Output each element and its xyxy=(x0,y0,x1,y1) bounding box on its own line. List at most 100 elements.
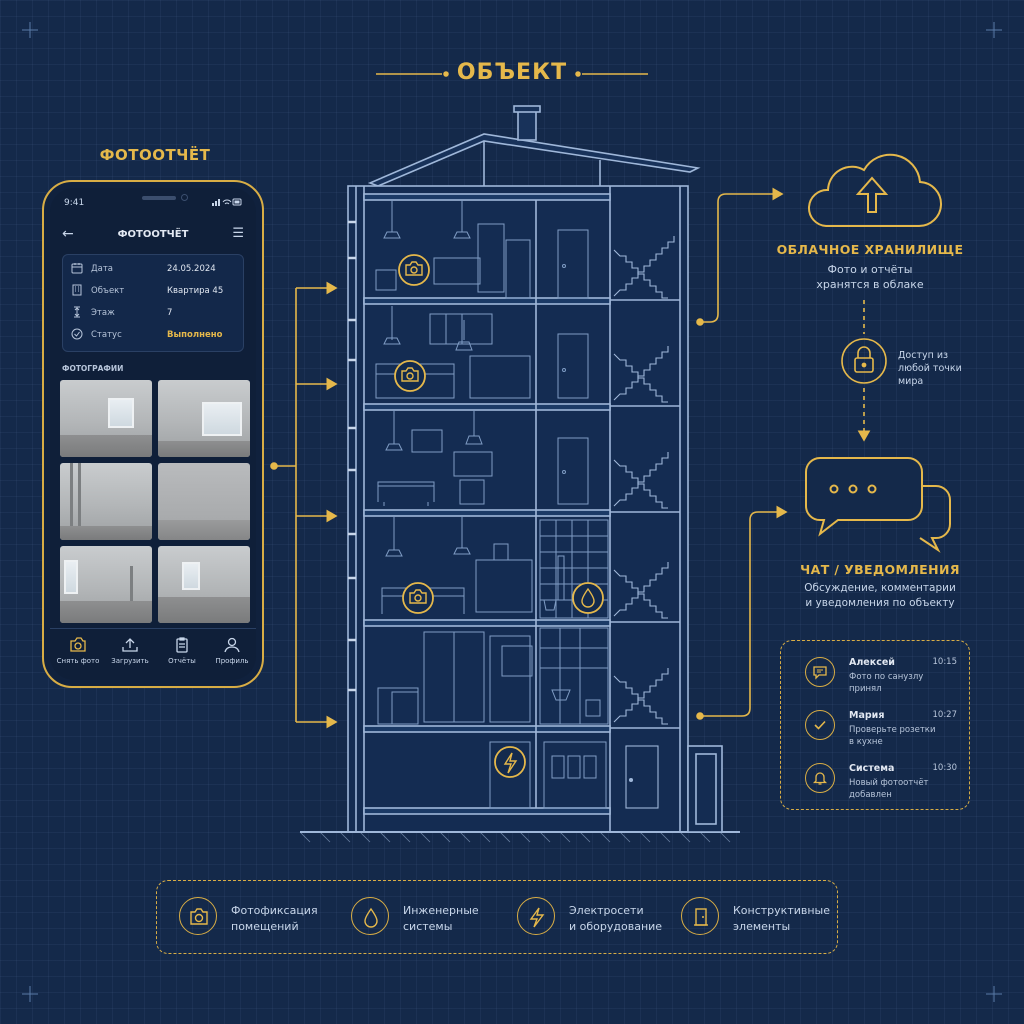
notification-sender: Алексей xyxy=(849,657,895,668)
report-info-card: Дата 24.05.2024 Объект Квартира 45 Этаж … xyxy=(62,254,244,352)
notification-message: Проверьте розетки в кухне xyxy=(849,724,959,748)
building xyxy=(299,105,740,843)
chat-bubbles-icon xyxy=(805,457,951,553)
notification-line: Проверьте розетки xyxy=(849,725,936,735)
calendar-icon xyxy=(71,263,83,274)
cloud-storage-title: ОБЛАЧНОЕ ХРАНИЛИЩЕ xyxy=(776,242,964,257)
notification-line: Новый фотоотчёт xyxy=(849,778,929,788)
notification-sender: Система xyxy=(849,763,895,774)
legend-line: и оборудование xyxy=(569,920,663,933)
info-row-status: Статус Выполнено xyxy=(63,325,243,347)
check-icon xyxy=(814,720,826,730)
notification-line: в кухне xyxy=(849,737,883,747)
photo-thumbnail[interactable] xyxy=(60,546,152,623)
phone-screen: 9:41 ← ФОТООТЧЁТ ☰ Дата 24.05.2024 Объек… xyxy=(50,188,256,680)
legend-icon-ring xyxy=(681,897,719,935)
tab-take-photo[interactable]: Снять фото xyxy=(54,637,102,665)
chat-notifications-title: ЧАТ / УВЕДОМЛЕНИЯ xyxy=(800,562,960,577)
legend-line: Фотофиксация xyxy=(231,904,318,917)
notification-icon-ring xyxy=(805,763,835,793)
cloud-desc-line: Фото и отчёты xyxy=(827,263,913,276)
app-header-title: ФОТООТЧЁТ xyxy=(117,229,189,240)
lightning-icon xyxy=(503,752,518,774)
info-value: 7 xyxy=(167,308,173,318)
legend-text: Фотофиксация помещений xyxy=(231,903,351,935)
access-line: Доступ из xyxy=(898,350,949,361)
notification-message: Фото по санузлу принял xyxy=(849,671,959,695)
info-row-object: Объект Квартира 45 xyxy=(63,281,243,303)
notification-icon-ring xyxy=(805,657,835,687)
photo-thumbnail[interactable] xyxy=(158,546,250,623)
menu-icon[interactable]: ☰ xyxy=(232,226,244,241)
notification-sender: Мария xyxy=(849,710,885,721)
legend-line: системы xyxy=(403,920,453,933)
phone-camera-dot xyxy=(181,194,188,201)
camera-icon xyxy=(190,908,208,925)
user-icon xyxy=(224,637,240,653)
photo-markers xyxy=(394,254,604,778)
phone-speaker xyxy=(142,196,176,200)
photo-thumbnail[interactable] xyxy=(158,380,250,457)
notification-line: Фото по санузлу xyxy=(849,672,924,682)
legend-icon-ring xyxy=(517,897,555,935)
phone-connectors xyxy=(270,281,338,729)
legend-line: Инженерные xyxy=(403,904,479,917)
legend-line: элементы xyxy=(733,920,791,933)
app-header: ← ФОТООТЧЁТ ☰ xyxy=(50,226,256,248)
bottom-tab-bar: Снять фото Загрузить Отчёты Профиль xyxy=(50,628,256,680)
info-label: Объект xyxy=(91,286,125,296)
upload-icon xyxy=(122,638,138,652)
floor-height-icon xyxy=(74,306,80,318)
info-label: Статус xyxy=(91,330,122,340)
legend-text: Электросети и оборудование xyxy=(569,903,689,935)
legend-panel: Фотофиксация помещений Инженерные систем… xyxy=(156,880,838,954)
access-line: любой точки xyxy=(898,363,962,374)
camera-icon xyxy=(70,637,86,652)
photo-thumbnail[interactable] xyxy=(60,380,152,457)
info-row-date: Дата 24.05.2024 xyxy=(63,259,243,281)
tab-profile[interactable]: Профиль xyxy=(208,637,256,665)
tab-reports[interactable]: Отчёты xyxy=(158,637,206,665)
legend-line: помещений xyxy=(231,920,299,933)
notification-item[interactable]: Алексей 10:15 Фото по санузлу принял xyxy=(781,643,969,695)
photo-thumbnail[interactable] xyxy=(158,463,250,540)
staircase xyxy=(613,236,675,809)
building-icon xyxy=(72,284,82,296)
water-drop-icon xyxy=(364,907,378,928)
status-value: Выполнено xyxy=(167,330,223,340)
access-line: мира xyxy=(898,376,924,387)
tab-upload[interactable]: Загрузить xyxy=(106,637,154,665)
chat-description: Обсуждение, комментарии и уведомления по… xyxy=(780,581,980,611)
status-icons xyxy=(212,198,242,208)
cloud-storage-description: Фото и отчёты хранятся в облаке xyxy=(770,262,970,292)
interior-furniture xyxy=(375,200,609,809)
back-arrow-icon[interactable]: ← xyxy=(62,226,74,242)
tab-label: Загрузить xyxy=(111,657,149,665)
tab-label: Профиль xyxy=(215,657,249,665)
title-decoration xyxy=(376,71,648,77)
tab-label: Снять фото xyxy=(56,657,100,665)
legend-icon-ring xyxy=(179,897,217,935)
legend-text: Инженерные системы xyxy=(403,903,523,935)
notification-item[interactable]: Система 10:30 Новый фотоотчёт добавлен xyxy=(781,749,969,801)
chat-icon xyxy=(813,666,827,680)
legend-text: Конструктивные элементы xyxy=(733,903,853,935)
notification-item[interactable]: Мария 10:27 Проверьте розетки в кухне xyxy=(781,696,969,748)
lightning-icon xyxy=(529,907,545,928)
notification-message: Новый фотоотчёт добавлен xyxy=(849,777,959,801)
door-icon xyxy=(694,908,708,926)
legend-line: Конструктивные xyxy=(733,904,831,917)
photo-thumbnail[interactable] xyxy=(60,463,152,540)
photos-section-label: ФОТОГРАФИИ xyxy=(62,364,124,373)
info-value: 24.05.2024 xyxy=(167,264,216,274)
phone-mockup: 9:41 ← ФОТООТЧЁТ ☰ Дата 24.05.2024 Объек… xyxy=(42,180,264,688)
status-time: 9:41 xyxy=(64,198,85,208)
check-circle-icon xyxy=(71,328,83,340)
right-connectors xyxy=(696,187,871,720)
notification-line: принял xyxy=(849,684,882,694)
camera-icon xyxy=(401,261,427,604)
legend-line: Электросети xyxy=(569,904,644,917)
corner-marks xyxy=(22,22,1002,1002)
tab-label: Отчёты xyxy=(168,657,196,665)
